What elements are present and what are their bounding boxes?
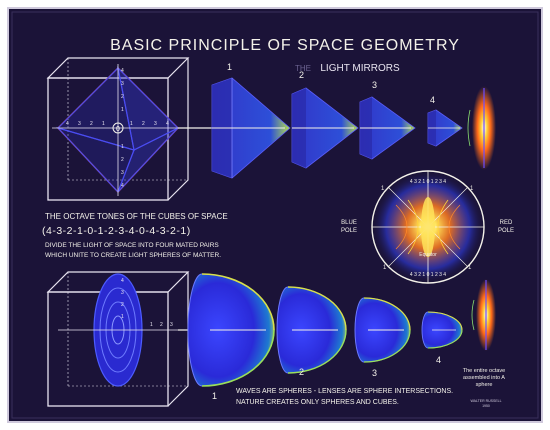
bottom-cube-axis-3: 3 (121, 290, 124, 296)
prism-2 (291, 87, 359, 169)
cube-center-zero: 0 (116, 126, 120, 133)
bottom-number-1: 1 (212, 391, 217, 401)
top-number-4: 4 (430, 95, 435, 105)
hemisphere-2 (276, 286, 347, 374)
divide-line-1: DIVIDE THE LIGHT OF SPACE INTO FOUR MATE… (45, 242, 219, 249)
hemisphere-4 (421, 311, 463, 349)
cube-left-1: 1 (102, 121, 105, 127)
hemisphere-1 (187, 273, 275, 387)
cube-up-1: 1 (121, 107, 124, 113)
signature-name: WALTER RUSSELL (470, 399, 501, 403)
prism-4 (427, 109, 463, 147)
top-number-3: 3 (372, 80, 377, 90)
prism-3 (359, 96, 416, 160)
wheel-bottom-label: 4 3 2 1 0 1 2 3 4 (410, 272, 446, 278)
cube-up-2: 2 (121, 94, 124, 100)
cube-down-2: 2 (121, 157, 124, 163)
wheel-corner-bl: 1 (383, 265, 387, 271)
cube-down-1: 1 (121, 144, 124, 150)
bottom-number-3: 3 (372, 368, 377, 378)
diagram-title: BASIC PRINCIPLE OF SPACE GEOMETRY (110, 37, 460, 54)
cube-right-2: 2 (142, 121, 145, 127)
bottom-cube-right-1: 1 (150, 322, 153, 328)
bottom-cube-axis-2: 2 (121, 302, 124, 308)
prism-1 (211, 77, 291, 179)
top-light-flame (467, 86, 496, 170)
divide-line-2: WHICH UNITE TO CREATE LIGHT SPHERES OF M… (45, 252, 221, 259)
blue-pole-line2: POLE (341, 228, 357, 234)
signature-year: 1950 (482, 404, 490, 408)
blue-pole-line1: BLUE (341, 220, 357, 226)
cube-down-3: 3 (121, 170, 124, 176)
entire-octave-line3: sphere (476, 382, 493, 388)
wheel-corner-br: 1 (468, 265, 472, 271)
bottom-number-2: 2 (299, 367, 304, 377)
cube-up-4: 4 (121, 68, 124, 74)
top-number-1: 1 (227, 62, 232, 72)
cube-right-3: 3 (154, 121, 157, 127)
cube-right-1: 1 (130, 121, 133, 127)
board-inner-border (11, 11, 539, 419)
top-number-2: 2 (299, 70, 304, 80)
bottom-cube-axis-1: 1 (121, 314, 124, 320)
cube-left-4: 4 (66, 121, 69, 127)
wheel-top-label: 4 3 2 1 0 1 2 3 4 (410, 179, 446, 185)
bottom-cube-axis-4: 4 (121, 278, 124, 284)
cube-down-4: 4 (121, 183, 124, 189)
cube-up-3: 3 (121, 81, 124, 87)
waves-line-1: WAVES ARE SPHERES - LENSES ARE SPHERE IN… (236, 388, 453, 395)
bottom-cube-right-3: 3 (170, 322, 173, 328)
wheel-corner-tl: 1 (381, 186, 385, 192)
subtitle-light-mirrors: LIGHT MIRRORS (320, 63, 400, 74)
octave-title: THE OCTAVE TONES OF THE CUBES OF SPACE (45, 212, 228, 221)
bottom-cube (46, 271, 190, 407)
cube-left-2: 2 (90, 121, 93, 127)
bottom-light-flame (471, 279, 496, 351)
bottom-cube-right-2: 2 (160, 322, 163, 328)
polarity-wheel (371, 170, 485, 284)
subtitle-faint: THE (295, 64, 311, 73)
equator-label: Equator (419, 252, 437, 258)
red-pole-line2: POLE (498, 228, 514, 234)
octave-sequence: (4-3-2-1-0-1-2-3-4-0-4-3-2-1) (42, 225, 191, 237)
waves-line-2: NATURE CREATES ONLY SPHERES AND CUBES. (236, 399, 399, 406)
cube-right-4: 4 (166, 121, 169, 127)
wheel-corner-tr: 1 (470, 186, 474, 192)
entire-octave-line2: assembled into A (463, 375, 505, 381)
top-cube: 0 4 3 2 1 1 2 3 4 4 3 2 1 1 2 3 4 (46, 57, 190, 201)
hemisphere-3 (354, 297, 411, 363)
cube-left-3: 3 (78, 121, 81, 127)
bottom-number-4: 4 (436, 355, 441, 365)
entire-octave-line1: The entire octave (463, 368, 506, 374)
red-pole-line1: RED (500, 220, 513, 226)
